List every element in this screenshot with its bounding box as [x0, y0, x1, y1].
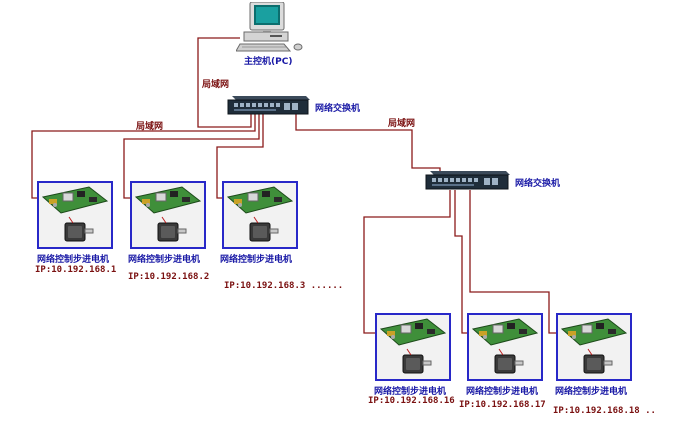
device-ip-3: IP:10.192.168.3 ......: [224, 281, 344, 291]
network-switch-2: [424, 169, 510, 191]
switch-1-label: 网络交换机: [315, 104, 361, 114]
device-card-1: [37, 181, 113, 249]
device-card-2: [130, 181, 206, 249]
lan-label-top: 局域网: [202, 80, 230, 90]
stepper-controller-icon: [471, 318, 539, 374]
device-ip-17: IP:10.192.168.17: [459, 400, 546, 410]
wire-switch1-device1: [31, 112, 256, 199]
device-card-3: [222, 181, 298, 249]
wire-switch1-switch2: [295, 112, 441, 176]
stepper-controller-icon: [560, 318, 628, 374]
wire-switch2-device16: [363, 190, 451, 334]
network-switch-1: [226, 94, 310, 116]
stepper-controller-icon: [379, 318, 447, 374]
device-card-17: [467, 313, 543, 381]
lan-label-left: 局域网: [136, 122, 164, 132]
stepper-controller-icon: [41, 186, 109, 242]
device-ip-16: IP:10.192.168.16: [368, 396, 455, 406]
stepper-controller-icon: [134, 186, 202, 242]
wire-switch2-device17: [454, 190, 470, 334]
stepper-controller-icon: [226, 186, 294, 242]
device-card-18: [556, 313, 632, 381]
device-card-16: [375, 313, 451, 381]
device-label-16: 网络控制步进电机: [374, 387, 447, 397]
switch-2-label: 网络交换机: [515, 179, 561, 189]
switch-icon: [227, 96, 310, 115]
device-ip-2: IP:10.192.168.2: [128, 272, 210, 282]
device-ip-18: IP:10.192.168.18 ..: [553, 406, 656, 416]
wire-switch1-device3: [216, 112, 264, 199]
device-label-1: 网络控制步进电机: [37, 255, 110, 265]
computer-icon: [235, 1, 303, 52]
wire-switch2-device18: [469, 190, 560, 334]
main-pc: [235, 1, 306, 52]
device-ip-1: IP:10.192.168.1: [35, 265, 117, 275]
wire-pc-switch1: [197, 37, 252, 128]
device-label-18: 网络控制步进电机: [555, 387, 628, 397]
device-label-3: 网络控制步进电机: [220, 255, 293, 265]
device-label-17: 网络控制步进电机: [466, 387, 539, 397]
switch-icon: [425, 171, 510, 190]
lan-label-right: 局域网: [388, 119, 416, 129]
wire-switch1-device2: [123, 112, 260, 199]
device-label-2: 网络控制步进电机: [128, 255, 201, 265]
pc-label: 主控机(PC): [244, 57, 293, 67]
